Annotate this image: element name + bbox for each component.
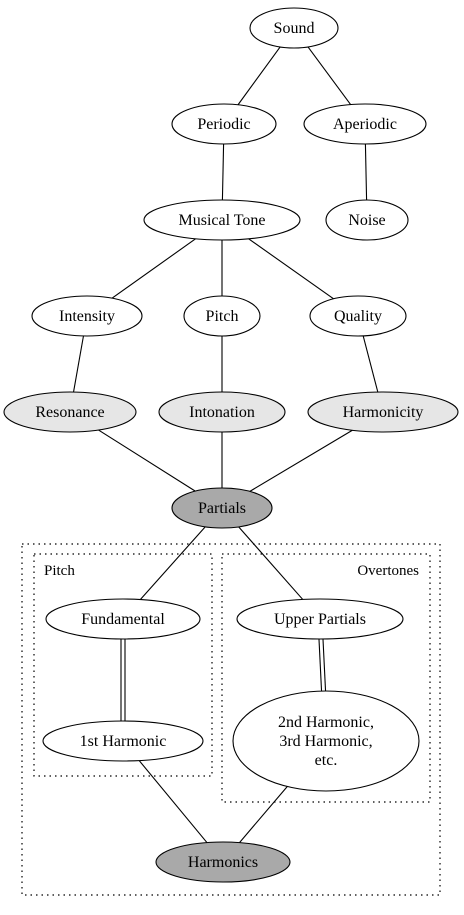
edge-first-harmonic-to-harmonics bbox=[138, 760, 208, 843]
node-sound-shape bbox=[249, 7, 339, 49]
node-partials-label: Partials bbox=[198, 500, 246, 517]
node-periodic: Periodic bbox=[171, 103, 277, 145]
node-fundamental-label: Fundamental bbox=[81, 611, 165, 628]
node-periodic-label: Periodic bbox=[197, 116, 250, 133]
pitch-cluster bbox=[33, 553, 213, 777]
node-quality: Quality bbox=[309, 295, 407, 337]
node-harmonicity: Harmonicity bbox=[307, 391, 459, 433]
edge-quality-to-harmonicity bbox=[362, 335, 379, 393]
node-aperiodic-shape bbox=[303, 103, 427, 145]
node-intensity-label: Intensity bbox=[59, 308, 115, 325]
node-harmonicity-shape bbox=[307, 391, 459, 433]
overtones-cluster-label: Overtones bbox=[357, 563, 419, 579]
edge-sound-to-periodic bbox=[237, 46, 281, 106]
node-higher-harmonics-label: 3rd Harmonic, bbox=[279, 733, 372, 750]
node-noise-label: Noise bbox=[348, 212, 385, 229]
node-first-harmonic-shape bbox=[42, 720, 204, 762]
edge-intensity-to-resonance bbox=[72, 335, 85, 393]
node-resonance-label: Resonance bbox=[35, 404, 104, 421]
edge-periodic-to-musical-tone bbox=[221, 143, 225, 201]
node-intensity-shape bbox=[31, 295, 143, 337]
node-periodic-shape bbox=[171, 103, 277, 145]
node-aperiodic: Aperiodic bbox=[303, 103, 427, 145]
node-fundamental: Fundamental bbox=[45, 598, 201, 640]
node-musical-tone-label: Musical Tone bbox=[178, 212, 265, 229]
edge-upper-partials-to-higher-harmonics-line bbox=[322, 638, 327, 691]
node-quality-label: Quality bbox=[334, 308, 382, 325]
node-sound: Sound bbox=[249, 7, 339, 49]
node-resonance-shape bbox=[3, 391, 137, 433]
node-noise-shape bbox=[325, 199, 409, 241]
node-pitch-label: Pitch bbox=[206, 308, 239, 325]
node-intonation-shape bbox=[158, 391, 286, 433]
edge-musical-tone-to-intensity bbox=[111, 238, 196, 299]
node-first-harmonic: 1st Harmonic bbox=[42, 720, 204, 762]
edge-higher-harmonics-to-harmonics bbox=[239, 786, 288, 843]
node-pitch: Pitch bbox=[183, 295, 261, 337]
node-quality-shape bbox=[309, 295, 407, 337]
edge-partials-to-fundamental bbox=[139, 526, 206, 600]
edge-aperiodic-to-noise bbox=[364, 143, 368, 201]
node-harmonics-shape bbox=[155, 841, 291, 883]
node-partials: Partials bbox=[171, 487, 273, 529]
node-harmonics: Harmonics bbox=[155, 841, 291, 883]
node-aperiodic-label: Aperiodic bbox=[333, 116, 397, 133]
node-first-harmonic-label: 1st Harmonic bbox=[80, 733, 167, 750]
node-musical-tone-shape bbox=[143, 199, 301, 241]
edge-fundamental-to-first-harmonic bbox=[120, 639, 126, 721]
node-intonation-label: Intonation bbox=[189, 404, 255, 421]
node-higher-harmonics: 2nd Harmonic, 3rd Harmonic, etc. bbox=[232, 690, 420, 792]
node-harmonicity-label: Harmonicity bbox=[343, 404, 424, 421]
edge-harmonicity-to-partials bbox=[249, 429, 353, 492]
edge-upper-partials-to-higher-harmonics-line bbox=[318, 639, 323, 692]
edge-partials-to-upper-partials bbox=[238, 526, 304, 600]
edge-upper-partials-to-higher-harmonics bbox=[318, 638, 327, 692]
node-fundamental-shape bbox=[45, 598, 201, 640]
pitch-cluster-label: Pitch bbox=[44, 563, 75, 579]
outer-partials-cluster bbox=[21, 543, 441, 896]
node-partials-shape bbox=[171, 487, 273, 529]
node-musical-tone: Musical Tone bbox=[143, 199, 301, 241]
node-upper-partials: Upper Partials bbox=[236, 598, 404, 640]
node-higher-harmonics-label: etc. bbox=[315, 752, 338, 769]
node-harmonics-label: Harmonics bbox=[188, 854, 258, 871]
edge-sound-to-aperiodic bbox=[307, 46, 352, 105]
node-upper-partials-shape bbox=[236, 598, 404, 640]
node-higher-harmonics-label: 2nd Harmonic, bbox=[278, 714, 374, 731]
edge-resonance-to-partials bbox=[98, 429, 196, 492]
node-intonation: Intonation bbox=[158, 391, 286, 433]
node-higher-harmonics-shape bbox=[232, 690, 420, 792]
node-upper-partials-label: Upper Partials bbox=[274, 611, 366, 628]
node-pitch-shape bbox=[183, 295, 261, 337]
node-intensity: Intensity bbox=[31, 295, 143, 337]
node-sound-label: Sound bbox=[274, 20, 315, 37]
node-noise: Noise bbox=[325, 199, 409, 241]
overtones-cluster bbox=[221, 553, 431, 803]
node-resonance: Resonance bbox=[3, 391, 137, 433]
edge-musical-tone-to-quality bbox=[248, 238, 334, 300]
